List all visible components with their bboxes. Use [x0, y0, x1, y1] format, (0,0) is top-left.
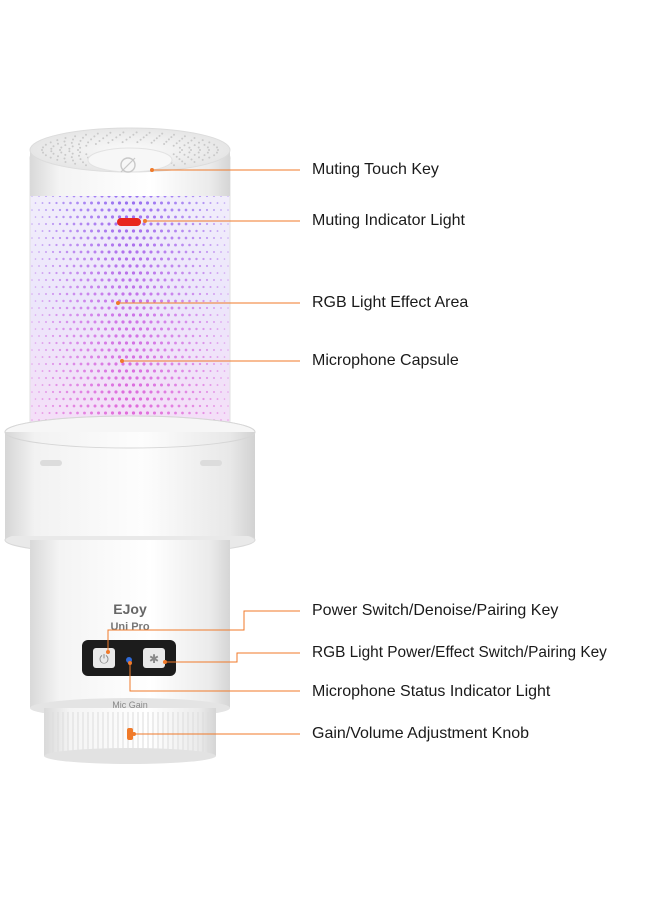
top-cap	[29, 127, 231, 196]
label-rgb-power-effect-key: RGB Light Power/Effect Switch/Pairing Ke…	[312, 644, 607, 661]
label-gain-volume-knob: Gain/Volume Adjustment Knob	[312, 725, 530, 742]
power-denoise-button[interactable]: ⏻	[93, 648, 115, 668]
mute-indicator-light	[117, 218, 141, 226]
label-microphone-capsule: Microphone Capsule	[312, 352, 459, 369]
brand-name: EJoy	[113, 601, 147, 617]
leader-power-switch-key	[107, 610, 300, 652]
gain-volume-knob[interactable]	[44, 708, 216, 764]
power-icon: ⏻	[99, 652, 109, 666]
control-panel: ⏻ ✱	[82, 640, 176, 676]
mute-touch-key[interactable]	[120, 157, 136, 173]
label-muting-touch-key: Muting Touch Key	[312, 161, 439, 178]
callout-anchor-dots	[106, 168, 167, 736]
leader-rgb-power-effect-key	[165, 652, 300, 663]
model-name: Uni Pro	[110, 621, 149, 633]
sun-icon: ✱	[149, 652, 159, 666]
label-rgb-light-effect-area: RGB Light Effect Area	[312, 294, 469, 311]
callout-leaders	[107, 169, 300, 735]
label-muting-indicator-light: Muting Indicator Light	[312, 212, 465, 229]
label-mic-status-light: Microphone Status Indicator Light	[312, 683, 551, 700]
leader-mic-status-light	[129, 663, 300, 692]
collar-ring	[4, 415, 256, 555]
label-power-switch-key: Power Switch/Denoise/Pairing Key	[312, 602, 559, 619]
mic-mute-icon	[120, 157, 136, 173]
mic-gain-label: Mic Gain	[112, 700, 148, 710]
rgb-effect-button[interactable]: ✱	[143, 648, 165, 668]
